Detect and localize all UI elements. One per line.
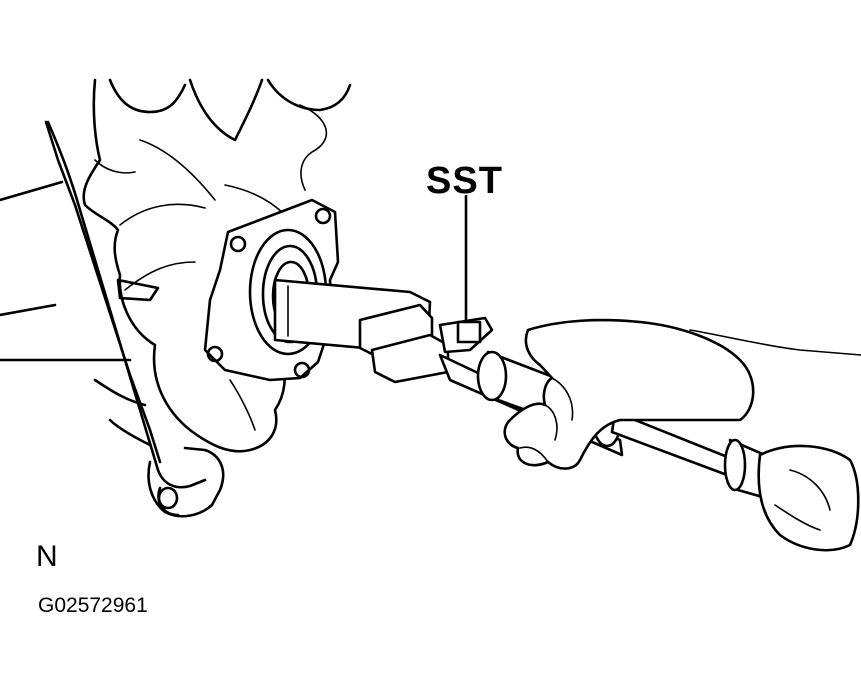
- steering-knuckle: [82, 78, 352, 453]
- figure-id: G02572961: [38, 594, 148, 617]
- view-indicator: N: [36, 540, 58, 573]
- sst-callout-label: SST: [426, 160, 503, 202]
- strut-assembly: [0, 120, 225, 518]
- technician-hands: [503, 318, 861, 552]
- sst-puller-tool: [273, 194, 494, 384]
